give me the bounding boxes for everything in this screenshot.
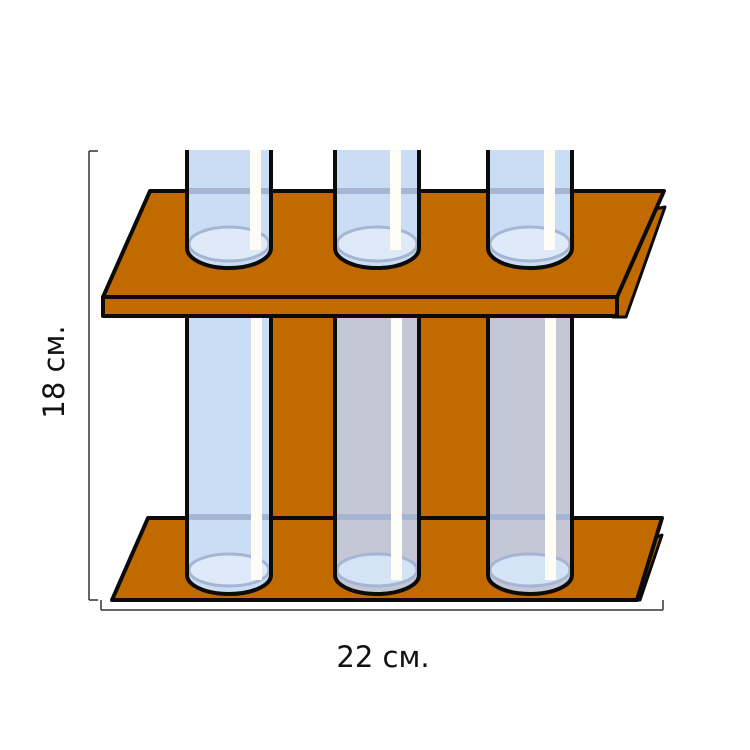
width-dimension-label: 22 см.: [336, 640, 429, 674]
height-dimension-line: [88, 150, 98, 601]
test-tube-3-lower: [486, 314, 574, 596]
width-dimension-line: [100, 600, 664, 611]
test-tube-3-upper: [486, 150, 574, 270]
test-tube-2-upper: [333, 150, 421, 270]
test-tube-1-upper: [185, 150, 273, 270]
height-dimension-label: 18 см.: [37, 325, 71, 418]
test-tube-2-lower: [333, 314, 421, 596]
test-tube-1-lower: [185, 314, 273, 596]
